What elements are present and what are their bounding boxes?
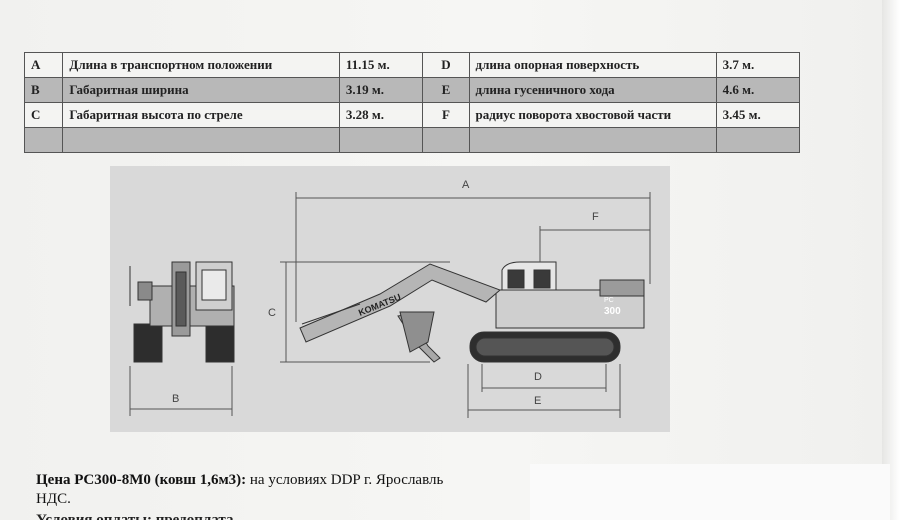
row-letter: D (422, 52, 470, 78)
row-value: 11.15 м. (338, 52, 424, 78)
dim-label-c: C (268, 307, 276, 319)
dim-lines (280, 192, 651, 418)
page-edge (882, 0, 900, 520)
dim-b-lines (129, 366, 233, 416)
excavator-dimension-drawing: B KOMATSU PC (110, 166, 670, 432)
row-name: длина гусеничного хода (468, 77, 717, 103)
row-name: Габаритная ширина (62, 77, 340, 103)
price-text: на условиях DDP г. Ярославль (246, 472, 444, 488)
empty-cell (422, 127, 470, 153)
table-row: B Габаритная ширина 3.19 м. E длина гусе… (23, 77, 801, 103)
cut-off-text: Условия оплаты: предоплата (36, 512, 234, 520)
cab-model-text: 300 (604, 306, 621, 317)
front-view (129, 261, 235, 363)
row-value: 4.6 м. (715, 77, 801, 103)
empty-cell (62, 127, 340, 153)
row-letter: A (23, 52, 64, 78)
row-letter: E (422, 77, 470, 103)
empty-cell (338, 127, 424, 153)
row-value: 3.45 м. (715, 102, 801, 128)
row-name: длина опорная поверхность (468, 52, 717, 78)
row-name: радиус поворота хвостовой части (468, 102, 717, 128)
empty-cell (468, 127, 717, 153)
price-label: Цена PC300-8M0 (ковш 1,6м3): (36, 472, 247, 488)
dim-label-b: B (172, 393, 179, 405)
dim-label-f: F (592, 211, 599, 223)
empty-cell (23, 127, 64, 153)
specs-table: A Длина в транспортном положении 11.15 м… (23, 52, 801, 153)
row-letter: B (23, 77, 64, 103)
nds-text: НДС. (36, 491, 71, 507)
row-value: 3.19 м. (338, 77, 424, 103)
table-row: C Габаритная высота по стреле 3.28 м. F … (23, 102, 801, 128)
redacted-area (530, 464, 890, 520)
side-view (299, 261, 645, 363)
drawing-svg: B KOMATSU PC (129, 179, 651, 418)
row-name: Габаритная высота по стреле (62, 102, 340, 128)
cab-model-top: PC (604, 297, 614, 304)
empty-cell (715, 127, 801, 153)
row-letter: F (422, 102, 470, 128)
table-row-empty (23, 127, 801, 153)
dim-label-a: A (462, 179, 470, 191)
table-row: A Длина в транспортном положении 11.15 м… (23, 52, 801, 78)
price-line: Цена PC300-8M0 (ковш 1,6м3): на условиях… (36, 472, 443, 489)
row-value: 3.7 м. (715, 52, 801, 78)
dim-label-d: D (534, 371, 542, 383)
dim-label-e: E (534, 395, 541, 407)
row-letter: C (23, 102, 64, 128)
row-name: Длина в транспортном положении (62, 52, 340, 78)
row-value: 3.28 м. (338, 102, 424, 128)
